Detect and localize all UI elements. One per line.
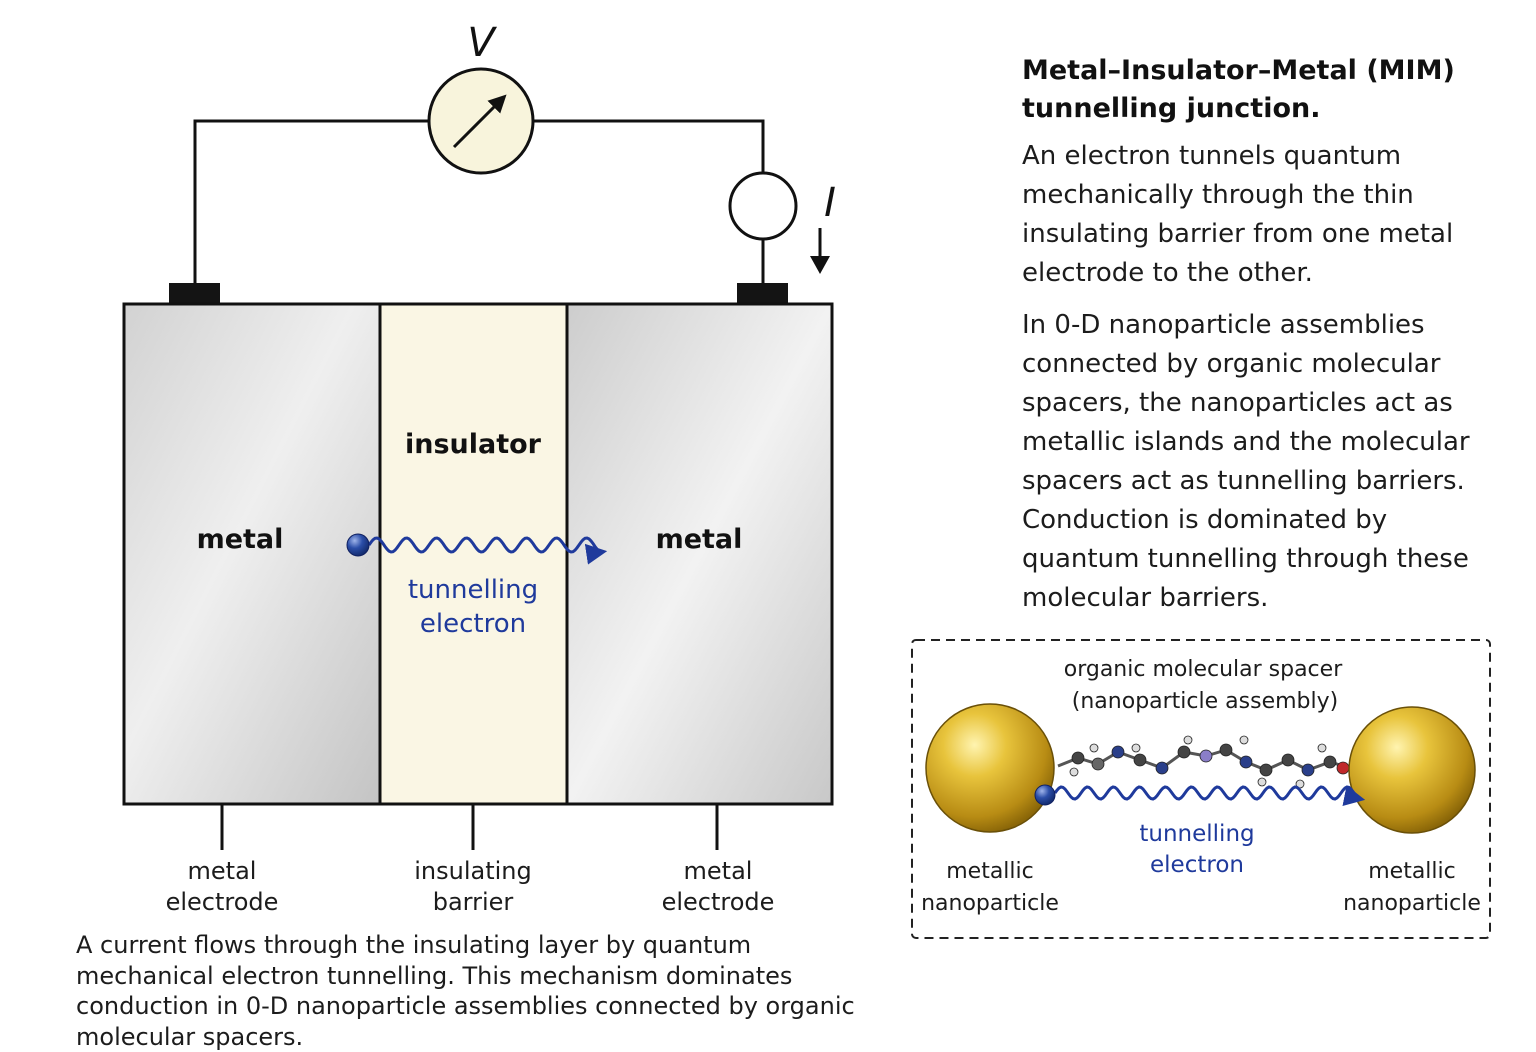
right-metal-label: metal [656,524,743,555]
molecule-atom [1131,743,1141,753]
spacer-label-line2: (nanoparticle assembly) [1072,689,1338,714]
molecule-atom [1281,753,1295,767]
left-contact [169,283,220,305]
spacer-label-line1: organic molecular spacer [1064,657,1343,682]
side-panel-paragraph-1: An electron tunnels quantum mechanically… [1022,141,1454,288]
inset-electron-label-line2: electron [1150,852,1244,878]
left-particle-label-line1: metallic [946,859,1034,884]
insulator-label: insulator [405,429,542,460]
inset-panel [911,639,1491,939]
molecule-atom [1089,743,1099,753]
voltage-symbol: V [467,20,497,66]
electron-icon [346,533,370,557]
diagram-canvas: V I metal insulator metal tunnelling ele… [122,20,1491,939]
right-electrode-label-line1: metal [684,857,753,885]
molecule-atom [1257,777,1267,787]
molecule-atom [1069,767,1079,777]
insulator-layer [378,302,569,806]
current-direction-arrow [810,228,830,274]
side-panel-title: Metal–Insulator–Metal (MIM) tunnelling j… [1022,55,1455,124]
molecule-atom [1071,751,1085,765]
molecule-atom [1317,743,1327,753]
current-symbol: I [824,180,836,226]
figure-caption: A current flows through the insulating l… [76,931,855,1051]
molecular-spacer [1057,735,1351,789]
molecule-atom [1301,763,1315,777]
left-nanoparticle [925,703,1055,833]
right-electrode-label-line2: electrode [662,888,775,916]
circuit-wires [193,119,765,284]
right-particle-label-line2: nanoparticle [1343,891,1481,916]
left-electrode-label-line2: electrode [166,888,279,916]
right-particle-label-line1: metallic [1368,859,1456,884]
molecule-atom [1239,755,1253,769]
molecule-atom [1199,749,1213,763]
molecule-atom [1323,755,1337,769]
molecule-atom [1239,735,1249,745]
right-nanoparticle [1348,706,1476,834]
leader-lines [220,804,719,850]
tunnelling-wave-arrow [367,536,608,565]
right-metal-layer [565,302,834,806]
left-electrode-label-line1: metal [188,857,257,885]
barrier-label-line2: barrier [433,888,514,916]
molecule-atom [1336,761,1350,775]
molecule-atom [1219,743,1233,757]
inset-electron-label-line1: tunnelling [1139,821,1254,847]
left-metal-layer [122,302,382,806]
molecule-atom [1177,745,1191,759]
left-particle-label-line2: nanoparticle [921,891,1059,916]
molecule-atom [1111,745,1125,759]
molecule-atom [1155,761,1169,775]
tunnelling-electron-label-line1: tunnelling [408,575,538,605]
ammeter-icon [728,171,798,241]
tunnelling-electron-label-line2: electron [420,609,526,639]
side-panel-paragraph-2: In 0-D nanoparticle assemblies connected… [1022,310,1470,613]
molecule-atom [1133,753,1147,767]
barrier-label-line1: insulating [414,857,532,885]
molecule-atom [1091,757,1105,771]
molecule-atom [1259,763,1273,777]
right-contact [737,283,788,305]
inset-electron-icon [1034,784,1056,806]
left-metal-label: metal [197,524,284,555]
molecule-atom [1183,735,1193,745]
voltmeter-icon [427,67,535,175]
inset-tunnelling-wave-arrow [1053,785,1366,807]
